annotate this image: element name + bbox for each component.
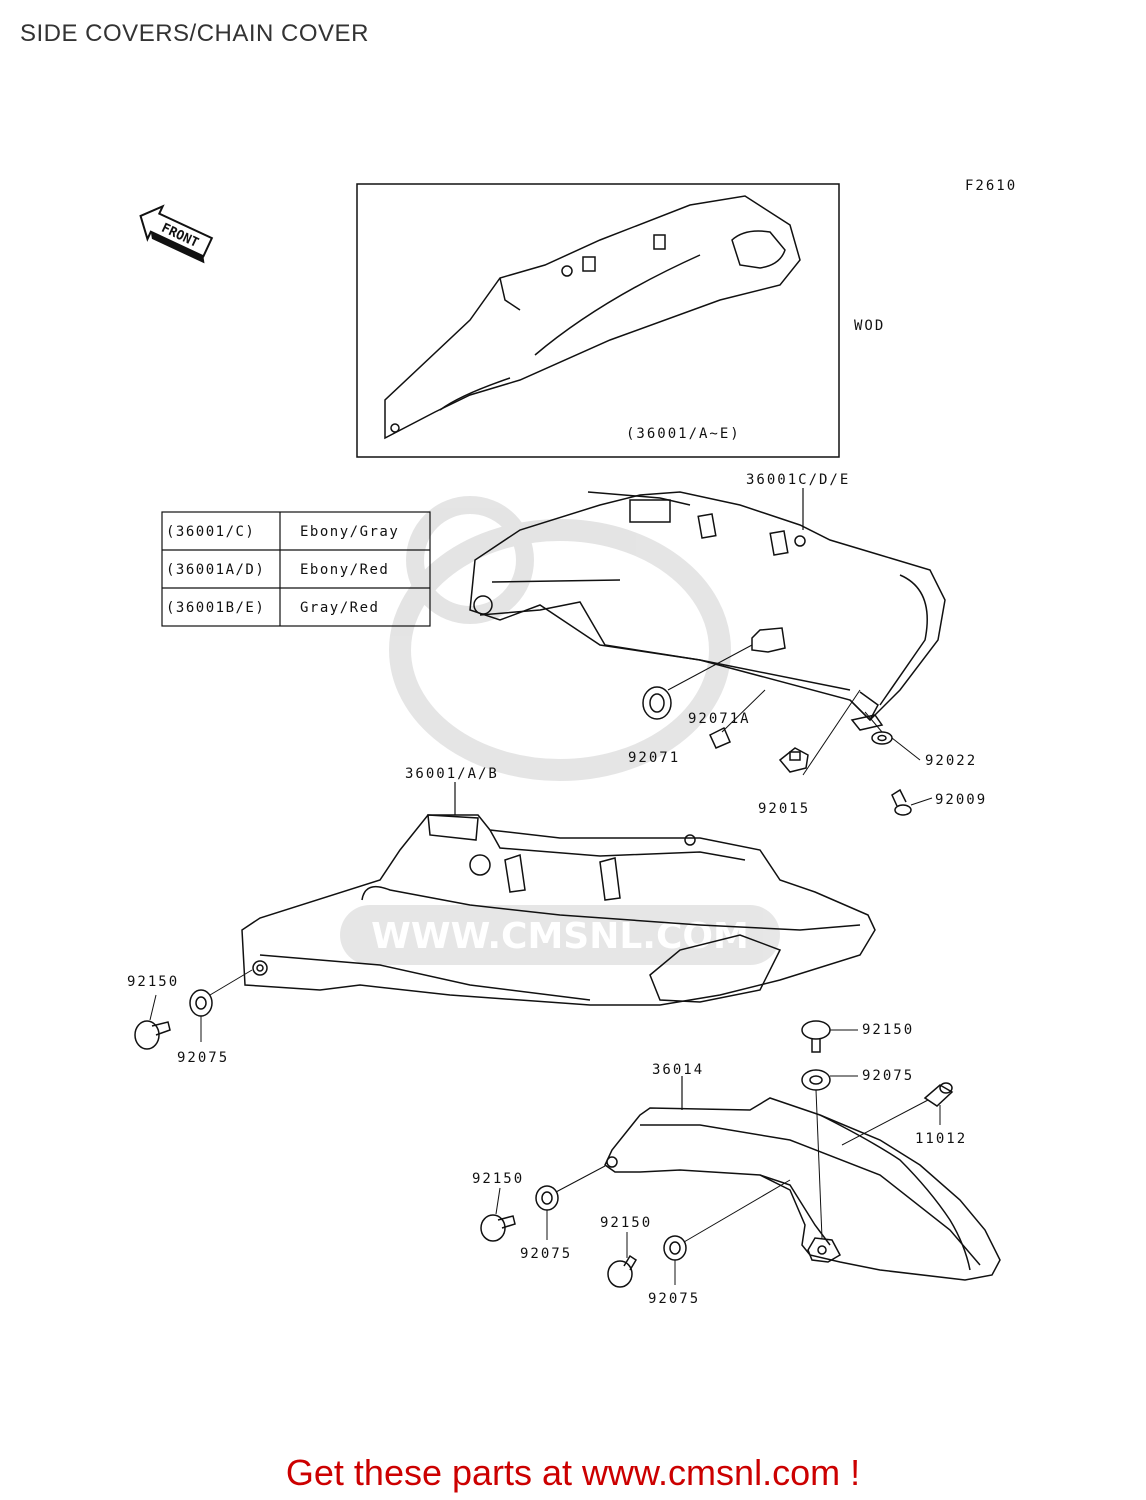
clip-92071a [709,689,766,749]
screw-92009 [891,788,933,816]
bolt-92150-left [134,994,171,1050]
callout-92075-right: 92075 [862,1068,914,1084]
inset-note: WOD [854,318,885,334]
bolt-92150-bottom-left [480,1187,516,1242]
collar-11012 [841,1082,954,1146]
upper-side-cover-drawing [469,491,946,731]
callout-92075-bottom-left: 92075 [520,1246,572,1262]
inset-part-label: (36001/A~E) [626,426,741,442]
washer-92022 [864,711,921,761]
footer-link-text[interactable]: Get these parts at www.cmsnl.com ! [285,1452,861,1493]
nut-92015 [778,689,861,776]
page-title: SIDE COVERS/CHAIN COVER [20,20,369,47]
callout-92150-bottom-left: 92150 [472,1171,524,1187]
callout-92075-bottom-mid: 92075 [648,1291,700,1307]
table-row-code: (36001B/E) [166,600,265,616]
table-row-code: (36001/C) [166,524,255,540]
table-row-code: (36001A/D) [166,562,265,578]
inset-cover-drawing [384,195,801,440]
grommet-92075-bottom-left [535,1165,606,1240]
watermark: WWW.CMSNL.COM [340,496,780,965]
chain-cover-drawing [604,1097,1001,1281]
grommet-92075-left [189,969,253,1042]
callout-92071a: 92071A [688,711,751,727]
callout-92150-right: 92150 [862,1022,914,1038]
table-row-color: Gray/Red [300,600,379,616]
callout-92022: 92022 [925,753,977,769]
color-table: (36001/C) Ebony/Gray (36001A/D) Ebony/Re… [161,511,431,627]
callout-92150-left: 92150 [127,974,179,990]
callout-11012: 11012 [915,1131,967,1147]
callout-92009: 92009 [935,792,987,808]
callout-92071: 92071 [628,750,680,766]
watermark-text: WWW.CMSNL.COM [371,916,749,957]
table-row-color: Ebony/Red [300,562,389,578]
table-row-color: Ebony/Gray [300,524,399,540]
figure-code: F2610 [965,178,1017,194]
grommet-92075-right [801,1069,858,1239]
callout-36001cde: 36001C/D/E [746,472,850,488]
inset-box [356,183,840,458]
callout-36014: 36014 [652,1062,704,1078]
bolt-92150-right [801,1020,858,1053]
callout-92075-left: 92075 [177,1050,229,1066]
callout-92150-bottom-mid: 92150 [600,1215,652,1231]
bolt-92150-bottom-mid [607,1232,638,1288]
callout-36001ab: 36001/A/B [405,766,499,782]
callout-92015: 92015 [758,801,810,817]
grommet-92075-bottom-mid [663,1179,791,1285]
lower-side-cover-drawing [241,814,876,1006]
front-arrow-icon: FRONT [139,204,214,264]
grommet-92071 [642,644,753,720]
